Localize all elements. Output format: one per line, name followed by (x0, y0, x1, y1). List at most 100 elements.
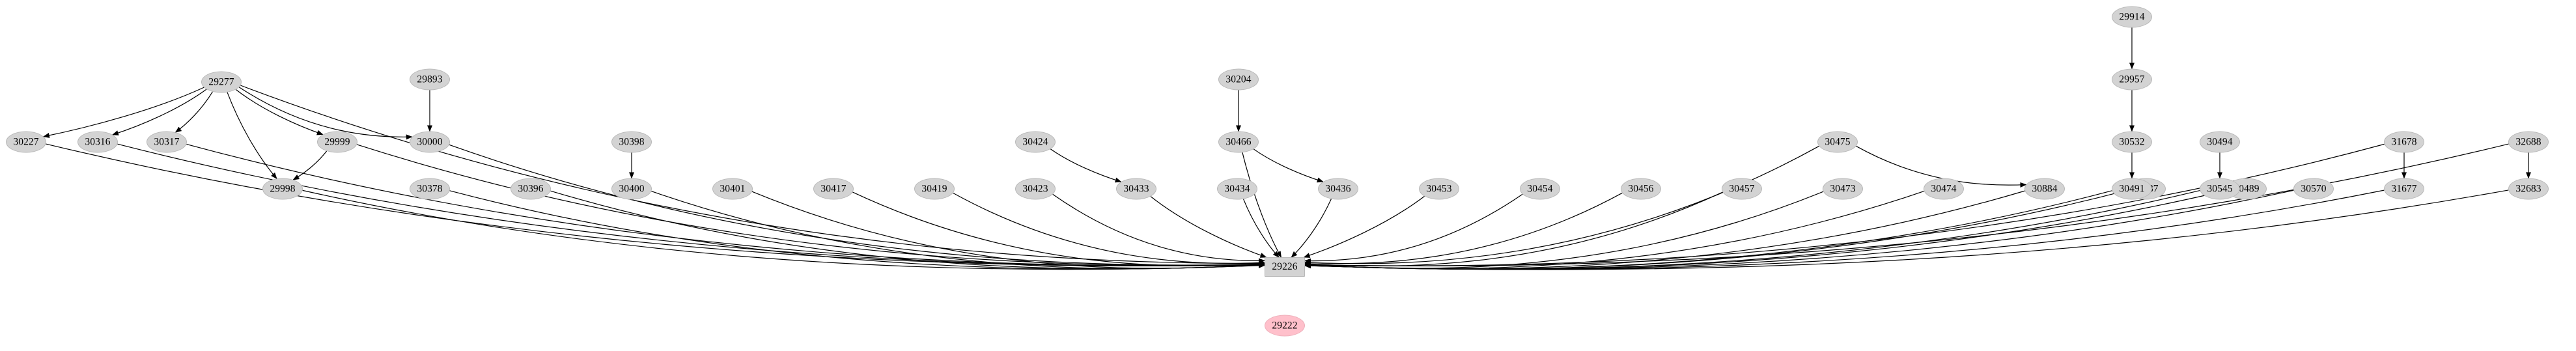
graph-node-30401[interactable]: 30401 (712, 178, 753, 200)
graph-node-29914[interactable]: 29914 (2112, 6, 2152, 28)
graph-node-label: 30532 (2119, 136, 2145, 148)
graph-edge-30436-to-29226 (1291, 199, 1332, 258)
graph-edge-32688-to-29226 (1304, 143, 2509, 268)
graph-node-label: 31678 (2391, 136, 2417, 148)
graph-edge-29277-to-29226 (240, 85, 1265, 266)
graph-node-29893[interactable]: 29893 (410, 68, 450, 91)
graph-node-29226[interactable]: 29226 (1265, 257, 1305, 277)
graph-edge-30396-to-29226 (550, 190, 1265, 270)
graph-node-label: 31677 (2391, 183, 2417, 195)
graph-edge-30417-to-29226 (852, 191, 1265, 267)
graph-edge-29999-to-29998 (292, 150, 328, 180)
graph-edge-30475-to-29226 (1304, 145, 1819, 266)
graph-node-30456[interactable]: 30456 (1621, 178, 1661, 200)
graph-node-30419[interactable]: 30419 (914, 178, 955, 200)
graph-node-30475[interactable]: 30475 (1817, 131, 1858, 153)
graph-node-label: 30491 (2119, 183, 2145, 195)
graph-node-30417[interactable]: 30417 (813, 178, 854, 200)
graph-node-label: 30475 (1825, 136, 1851, 148)
graph-edge-30419-to-29226 (953, 192, 1265, 266)
graph-node-30000[interactable]: 30000 (410, 131, 450, 153)
graph-node-32688[interactable]: 32688 (2508, 131, 2549, 153)
graph-edge-30401-to-29226 (751, 191, 1265, 269)
graph-node-label: 29957 (2119, 74, 2145, 85)
graph-node-label: 30457 (1729, 183, 1755, 195)
graph-edge-29277-to-29999 (235, 89, 324, 135)
graph-node-label: 30434 (1224, 183, 1250, 195)
graph-edge-30000-to-29226 (449, 144, 1265, 267)
graph-node-29222[interactable]: 29222 (1265, 315, 1305, 337)
graph-edge-30454-to-29226 (1304, 193, 1523, 264)
graph-node-label: 30424 (1022, 136, 1048, 148)
graph-node-30466[interactable]: 30466 (1218, 131, 1259, 153)
graph-edge-30433-to-29226 (1150, 196, 1267, 258)
graph-node-label: 30436 (1325, 183, 1351, 195)
graph-node-32683[interactable]: 32683 (2508, 178, 2549, 200)
graph-node-label: 30396 (518, 183, 544, 195)
graph-node-label: 30400 (619, 183, 645, 195)
graph-node-30424[interactable]: 30424 (1015, 131, 1056, 153)
graph-node-label: 30417 (820, 183, 847, 195)
graph-node-label: 30884 (2032, 183, 2058, 195)
graph-node-label: 30494 (2207, 136, 2233, 148)
graph-node-30491[interactable]: 30491 (2112, 178, 2152, 200)
graph-node-30396[interactable]: 30396 (511, 178, 551, 200)
graph-node-30545[interactable]: 30545 (2200, 178, 2240, 200)
graph-edges (42, 27, 2531, 270)
graph-node-label: 30204 (1225, 74, 1252, 85)
graph-edge-29277-to-30316 (111, 89, 207, 135)
graph-edge-30884-to-29226 (1304, 190, 2025, 270)
graph-node-29998[interactable]: 29998 (262, 178, 303, 200)
graph-node-30473[interactable]: 30473 (1823, 178, 1863, 200)
graph-node-30474[interactable]: 30474 (1924, 178, 1964, 200)
graph-node-label: 29999 (324, 136, 350, 148)
graph-node-30433[interactable]: 30433 (1116, 178, 1156, 200)
graph-node-label: 30423 (1022, 183, 1048, 195)
graph-edge-30424-to-30433 (1050, 148, 1122, 183)
graph-node-31678[interactable]: 31678 (2384, 131, 2424, 153)
graph-node-30204[interactable]: 30204 (1218, 68, 1259, 91)
graph-node-label: 30456 (1628, 183, 1654, 195)
graph-node-29999[interactable]: 29999 (317, 131, 357, 153)
graph-node-30453[interactable]: 30453 (1419, 178, 1459, 200)
graph-node-label: 30474 (1931, 183, 1957, 195)
graph-node-label: 30317 (154, 136, 180, 148)
graph-node-30494[interactable]: 30494 (2200, 131, 2240, 153)
graph-node-30884[interactable]: 30884 (2024, 178, 2065, 200)
graph-edge-30457-to-29226 (1304, 191, 1723, 267)
graph-node-30378[interactable]: 30378 (410, 178, 450, 200)
graph-node-label: 30545 (2207, 183, 2233, 195)
graph-node-29277[interactable]: 29277 (201, 71, 242, 93)
graph-node-31677[interactable]: 31677 (2384, 178, 2424, 200)
graph-node-label: 29277 (208, 76, 234, 88)
graph-node-label: 29998 (270, 183, 296, 195)
graph-node-29957[interactable]: 29957 (2112, 68, 2152, 91)
graph-edge-29277-to-30227 (42, 87, 204, 138)
graph-node-30398[interactable]: 30398 (611, 131, 652, 153)
graph-node-label: 29226 (1272, 261, 1298, 273)
graph-node-30457[interactable]: 30457 (1722, 178, 1762, 200)
graph-node-30227[interactable]: 30227 (6, 131, 46, 153)
graph-edge-30491-to-29226 (1304, 190, 2112, 270)
graph-edge-30466-to-29226 (1242, 152, 1281, 258)
graph-node-30400[interactable]: 30400 (611, 178, 652, 200)
graph-edge-30453-to-29226 (1303, 195, 1425, 258)
graph-node-label: 30453 (1426, 183, 1452, 195)
graph-node-30454[interactable]: 30454 (1520, 178, 1560, 200)
graph-node-30316[interactable]: 30316 (77, 131, 118, 153)
graph-node-30436[interactable]: 30436 (1318, 178, 1358, 200)
graph-node-label: 30570 (2301, 183, 2327, 195)
graph-node-30570[interactable]: 30570 (2293, 178, 2334, 200)
graph-node-30532[interactable]: 30532 (2112, 131, 2152, 153)
graph-node-label: 30454 (1527, 183, 1553, 195)
graph-node-30317[interactable]: 30317 (147, 131, 187, 153)
graph-node-30434[interactable]: 30434 (1217, 178, 1257, 200)
graph-edge-29277-to-30000 (238, 87, 413, 140)
graph-edge-30434-to-29226 (1242, 199, 1280, 258)
graph-node-label: 30378 (417, 183, 443, 195)
graph-node-30423[interactable]: 30423 (1015, 178, 1056, 200)
graph-node-label: 30419 (921, 183, 947, 195)
graph-node-label: 30000 (417, 136, 443, 148)
